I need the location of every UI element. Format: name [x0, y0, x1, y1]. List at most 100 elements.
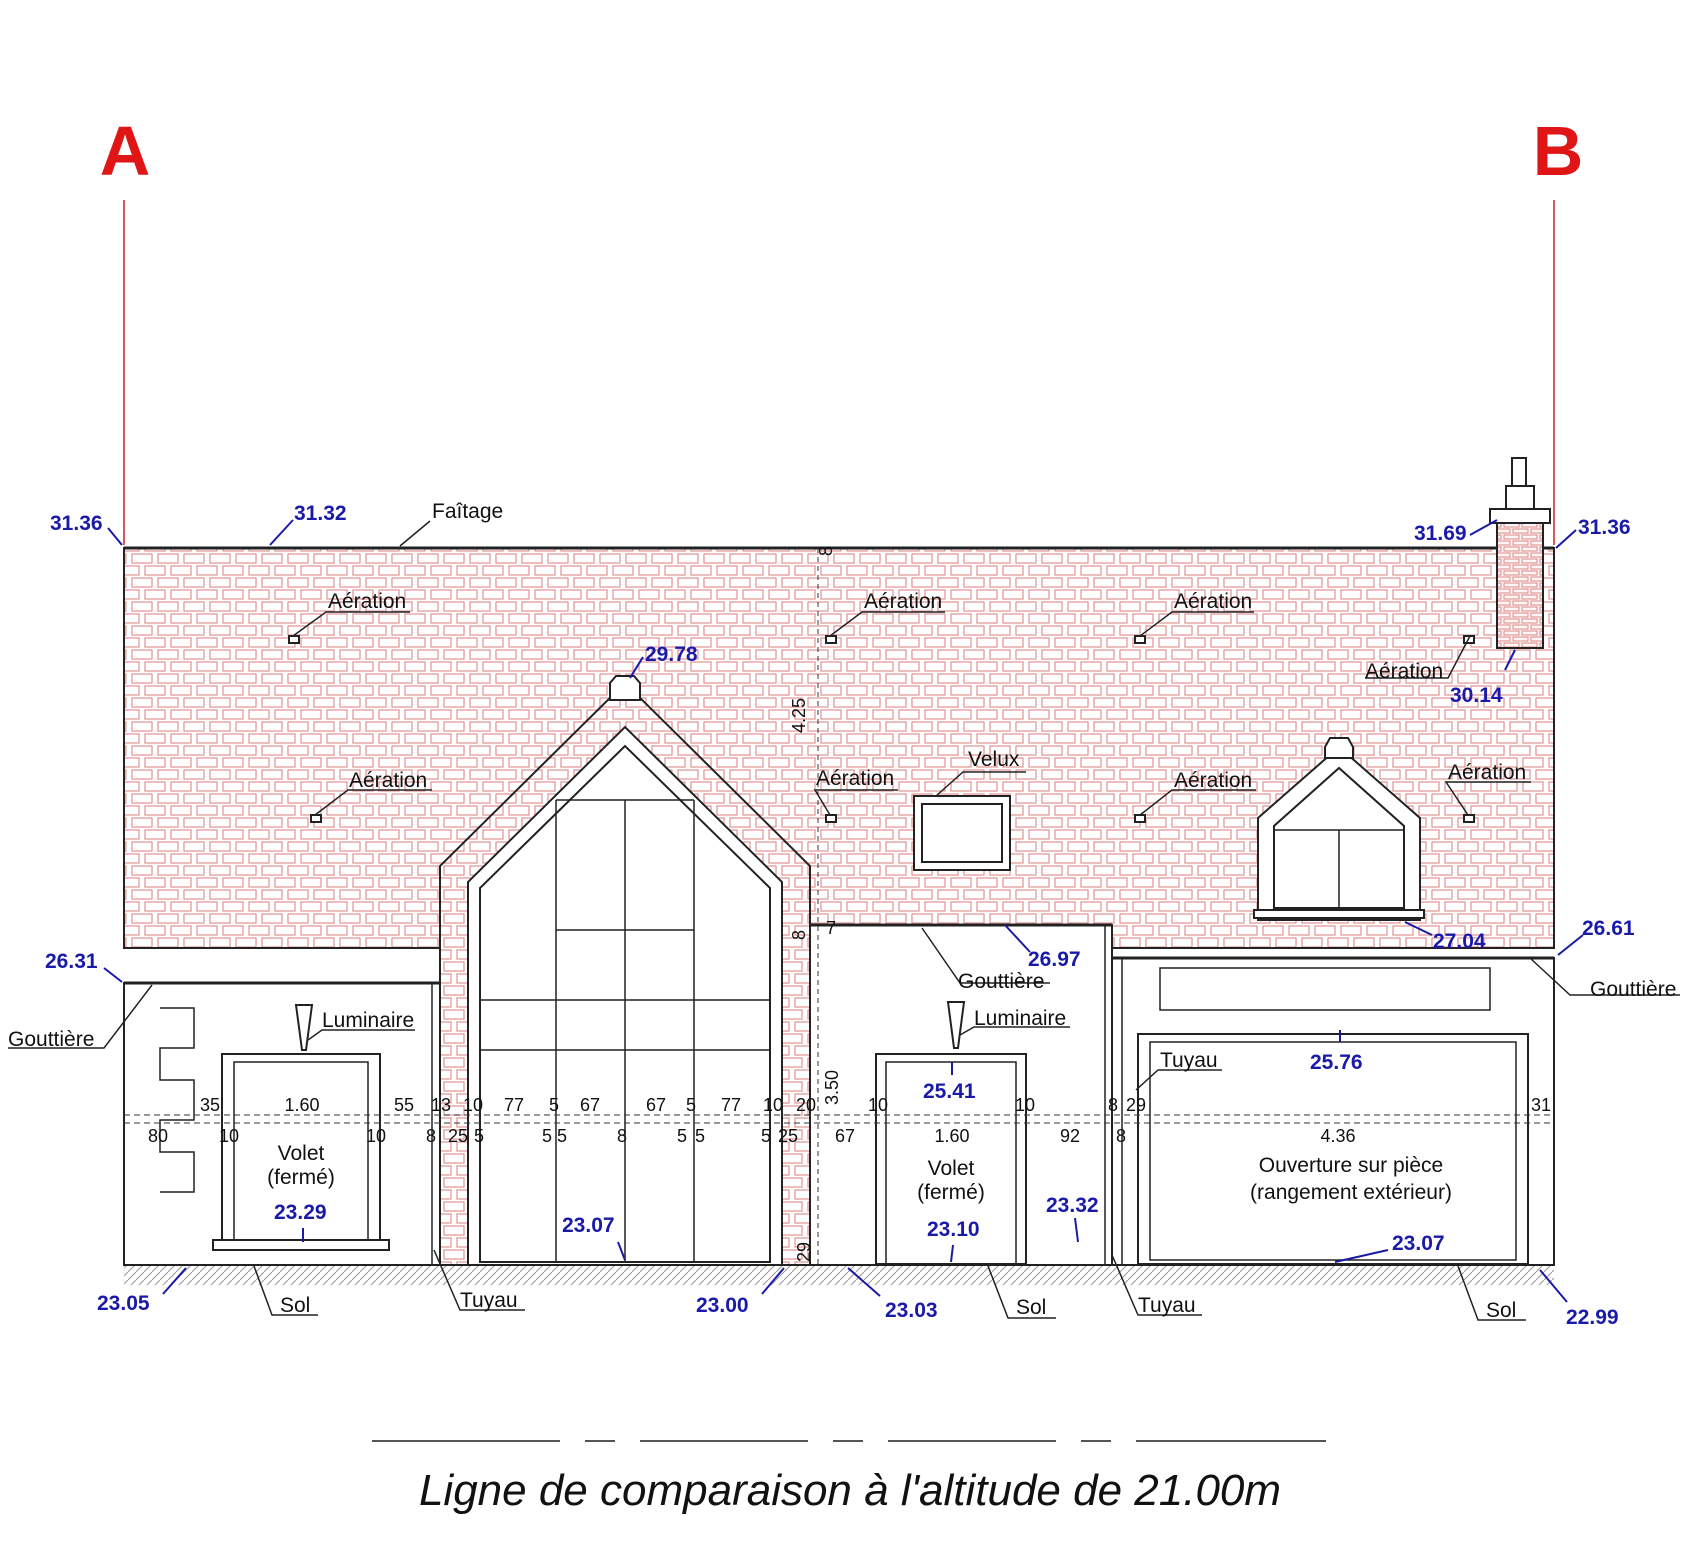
- chimney-pot: [1511, 457, 1527, 487]
- lower-dimension-row: 80 10 10 8 25 5 5 5 8 5 5 5 25 67 1.60 9…: [148, 1126, 1356, 1146]
- left-door-frame: [221, 1053, 381, 1241]
- elevation-door-top: 25.41: [923, 1080, 976, 1103]
- lower-dim: 67: [835, 1126, 855, 1146]
- elevation-chimney-base: 31.69: [1414, 522, 1467, 545]
- vent-1: [288, 635, 300, 644]
- vent-label: Aération: [1174, 769, 1252, 792]
- elevation-right-door-sill: 23.10: [927, 1218, 980, 1241]
- elevation-left-door-sill: 23.29: [274, 1201, 327, 1224]
- opening-label-1: Ouverture sur pièce: [1259, 1154, 1443, 1177]
- vent-labels: Aération Aération Aération Aération Aéra…: [292, 590, 1531, 816]
- elevation-ground-right: 22.99: [1566, 1306, 1619, 1329]
- lower-dim: 92: [1060, 1126, 1080, 1146]
- elevation-markers: 31.36 31.32 31.69 31.36 29.78 30.14 26.3…: [45, 502, 1635, 1329]
- section-marker-b: B: [1533, 112, 1584, 190]
- storage-opening: [1137, 1033, 1529, 1265]
- dormer-finial: [1324, 737, 1354, 759]
- upper-dim: 10: [463, 1095, 483, 1115]
- upper-dim: 77: [721, 1095, 741, 1115]
- dormer-sill: [1253, 909, 1425, 919]
- lower-dim: 80: [148, 1126, 168, 1146]
- elevation-gable-peak: 29.78: [645, 643, 698, 666]
- upper-dim: 77: [504, 1095, 524, 1115]
- upper-dim: 20: [796, 1095, 816, 1115]
- middle-shutter-label-1: Volet: [928, 1157, 975, 1180]
- elevation-ground-left: 23.05: [97, 1292, 150, 1315]
- left-shutter-label-2: (fermé): [267, 1166, 335, 1189]
- gable-finial: [609, 675, 641, 701]
- elevation-ground-gable: 23.00: [696, 1294, 749, 1317]
- upper-dim: 55: [394, 1095, 414, 1115]
- left-shutter-label-1: Volet: [278, 1142, 325, 1165]
- lower-dim: 10: [219, 1126, 239, 1146]
- vent-label: Aération: [349, 769, 427, 792]
- lower-dim: 25: [448, 1126, 468, 1146]
- chimney-flue: [1505, 485, 1535, 510]
- lower-dim: 10: [366, 1126, 386, 1146]
- elevation-opening-top: 25.76: [1310, 1051, 1363, 1074]
- vent-label: Aération: [1174, 590, 1252, 613]
- lower-dim: 4.36: [1320, 1126, 1355, 1146]
- vent-label: Aération: [328, 590, 406, 613]
- dim-roof-height: 4.25: [789, 698, 809, 733]
- gutter-label: Gouttière: [1590, 978, 1676, 1001]
- elevation-store-floor: 23.07: [1392, 1232, 1445, 1255]
- dim-plinth: 29: [794, 1242, 814, 1262]
- stone-quoins: [159, 1007, 195, 1193]
- left-door-sill: [212, 1239, 390, 1251]
- pipe-label: Tuyau: [1138, 1294, 1196, 1317]
- ground-label: Sol: [1016, 1296, 1046, 1319]
- vent-6: [825, 814, 837, 823]
- comparison-caption: Ligne de comparaison à l'altitude de 21.…: [419, 1466, 1281, 1515]
- vent-3: [1134, 635, 1146, 644]
- storage-opening-inner: [1149, 1041, 1517, 1261]
- upper-dim: 1.60: [284, 1095, 319, 1115]
- upper-dim: 10: [763, 1095, 783, 1115]
- upper-dim: 67: [646, 1095, 666, 1115]
- ridge-leader: [399, 520, 431, 547]
- upper-dim: 29: [1126, 1095, 1146, 1115]
- vent-label: Aération: [1365, 660, 1443, 683]
- pipe-label: Tuyau: [460, 1289, 518, 1312]
- middle-luminaire-label: Luminaire: [974, 1007, 1066, 1030]
- ground-label: Sol: [280, 1294, 310, 1317]
- dim-eave-offset: 8: [789, 930, 809, 940]
- elevation-pipe-base: 23.32: [1046, 1194, 1099, 1217]
- upper-dim: 5: [686, 1095, 696, 1115]
- vent-8: [1463, 814, 1475, 823]
- elevation-glazing-sill: 23.07: [562, 1214, 615, 1237]
- pipe-label: Tuyau: [1160, 1049, 1218, 1072]
- lower-dim: 5: [474, 1126, 484, 1146]
- section-marker-a: A: [100, 112, 151, 190]
- vent-2: [825, 635, 837, 644]
- elevation-ground-mid: 23.03: [885, 1299, 938, 1322]
- elevation-gutter-left: 26.31: [45, 950, 98, 973]
- upper-dimension-row: 35 1.60 55 13 10 77 5 67 67 5 77 10 20 1…: [200, 1095, 1551, 1115]
- middle-shutter-label-2: (fermé): [917, 1181, 985, 1204]
- pipe-labels: Tuyau Tuyau Tuyau: [433, 1049, 1222, 1317]
- velux-leader: [935, 771, 1026, 797]
- lower-dim: 1.60: [934, 1126, 969, 1146]
- elevation-dormer-sill: 27.04: [1433, 930, 1486, 953]
- lower-dim: 5: [695, 1126, 705, 1146]
- lower-dim: 25: [778, 1126, 798, 1146]
- velux-label: Velux: [968, 748, 1020, 771]
- upper-dim: 8: [1108, 1095, 1118, 1115]
- ground-hatch: [124, 1265, 1554, 1285]
- elevation-top-left: 31.36: [50, 512, 103, 535]
- vent-7: [1134, 814, 1146, 823]
- opening-label-2: (rangement extérieur): [1250, 1181, 1452, 1204]
- lower-dim: 8: [426, 1126, 436, 1146]
- upper-dim: 10: [868, 1095, 888, 1115]
- elevation-gutter-mid: 26.97: [1028, 948, 1081, 971]
- lower-dim: 8: [617, 1126, 627, 1146]
- dim-eave-step: 7: [826, 918, 836, 938]
- elevation-chimney-vent: 30.14: [1450, 684, 1503, 707]
- left-luminaire-leader: [307, 1029, 415, 1041]
- gutter-label: Gouttière: [8, 1028, 94, 1051]
- middle-luminaire: [946, 1001, 966, 1049]
- vent-5: [310, 814, 322, 823]
- dim-wall-height: 3.50: [822, 1070, 842, 1105]
